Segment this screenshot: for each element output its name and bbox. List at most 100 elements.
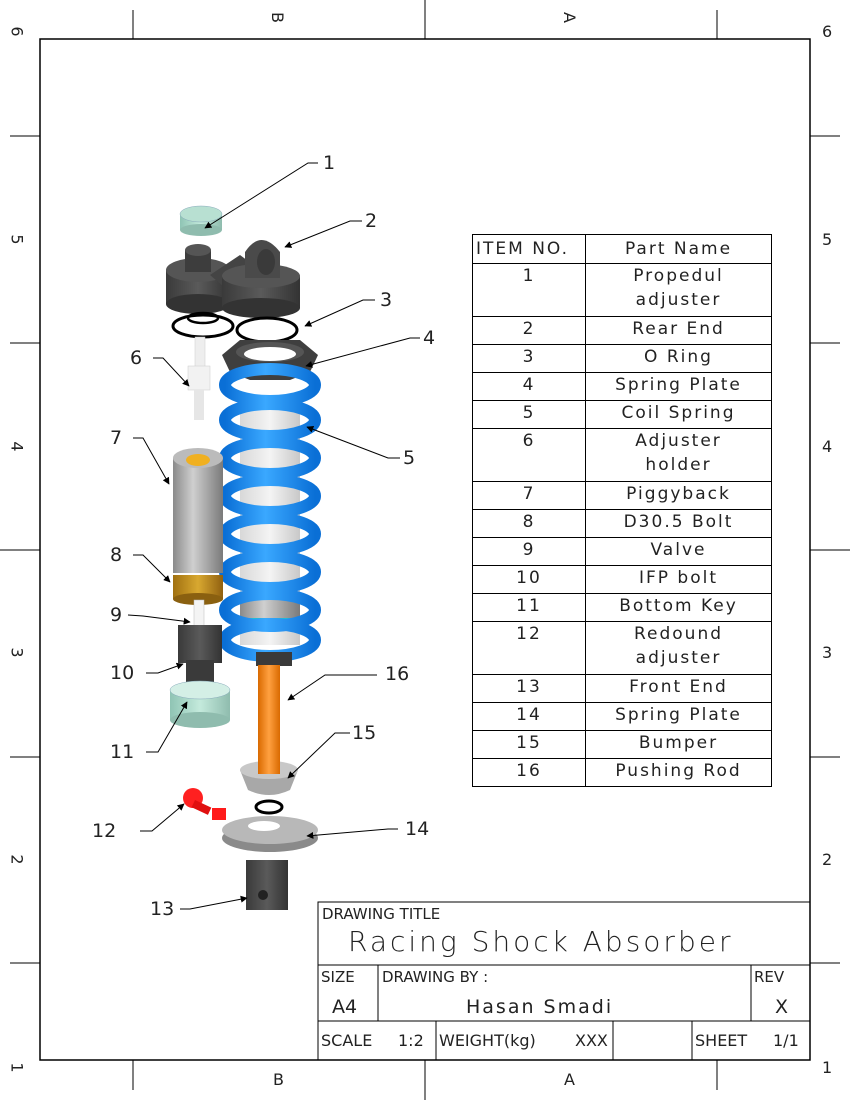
- bom-row: 12 Redound adjuster: [472, 621, 772, 675]
- bom-item-number: 16: [472, 758, 586, 787]
- bom-part-name: D30.5 Bolt: [585, 509, 772, 538]
- size-value: A4: [332, 996, 358, 1018]
- drawing-title-label: DRAWING TITLE: [322, 905, 441, 923]
- bom-item-number: 3: [472, 344, 586, 373]
- callout-2: 2: [365, 210, 378, 232]
- bom-part-name-line: Redound: [633, 624, 724, 644]
- bom-item-number: 6: [472, 428, 586, 482]
- bom-part-name: O Ring: [585, 344, 772, 373]
- bom-part-name-line: Coil Spring: [621, 403, 736, 423]
- bom-row: 13 Front End: [472, 674, 772, 703]
- bom-item-number: 7: [472, 481, 586, 510]
- zone-label-bottom-a: A: [564, 1070, 575, 1089]
- bom-part-name: Rear End: [585, 316, 772, 345]
- callout-5: 5: [403, 447, 416, 469]
- bom-item-number: 10: [472, 565, 586, 594]
- callout-3: 3: [380, 289, 393, 311]
- bom-part-name-line: Valve: [650, 540, 707, 560]
- sheet-label: SHEET: [695, 1031, 748, 1050]
- leader-lines: [127, 162, 420, 910]
- drawn-by-value: Hasan Smadi: [466, 996, 614, 1018]
- row-label-right-4: 4: [822, 437, 833, 456]
- drawn-by-label: DRAWING BY :: [382, 968, 489, 986]
- rev-label: REV: [754, 968, 785, 986]
- part-adjuster-holder: [187, 336, 211, 420]
- bom-part-name: Spring Plate: [585, 372, 772, 401]
- bom-part-name-line: Spring Plate: [615, 375, 742, 395]
- bom-item-number: 5: [472, 400, 586, 429]
- bom-row: 7 Piggyback: [472, 481, 772, 510]
- part-front-end: [246, 860, 288, 910]
- rev-value: X: [775, 996, 789, 1018]
- bom-row: 15 Bumper: [472, 730, 772, 759]
- bom-part-name: Pushing Rod: [585, 758, 772, 787]
- bom-part-name: Spring Plate: [585, 702, 772, 731]
- bom-item-number: 15: [472, 730, 586, 759]
- callout-8: 8: [110, 544, 123, 566]
- bom-part-name: Bumper: [585, 730, 772, 759]
- bom-part-name-line: Adjuster: [635, 431, 722, 451]
- bom-header-item-no: ITEM NO.: [472, 234, 586, 264]
- bom-part-name-line: Rear End: [632, 319, 725, 339]
- bom-part-name-line: Bumper: [638, 733, 719, 753]
- bom-item-number: 11: [472, 593, 586, 622]
- part-o-ring-small: [254, 799, 284, 815]
- part-bumper: [240, 760, 298, 795]
- row-label-right-3: 3: [822, 643, 833, 662]
- part-rear-end: [166, 240, 300, 318]
- bom-part-name-line: adjuster: [635, 648, 722, 668]
- bom-row: 8 D30.5 Bolt: [472, 509, 772, 538]
- callout-7: 7: [110, 427, 123, 449]
- row-label-right-6: 6: [822, 22, 833, 41]
- bom-part-name-line: Front End: [629, 677, 728, 697]
- bom-item-number: 1: [472, 263, 586, 317]
- callout-12: 12: [92, 820, 117, 842]
- bom-item-number: 8: [472, 509, 586, 538]
- size-label: SIZE: [321, 968, 355, 986]
- bom-part-name-line: Spring Plate: [615, 705, 742, 725]
- bom-part-name-line: O Ring: [644, 347, 713, 367]
- bom-part-name-line: D30.5 Bolt: [623, 512, 734, 532]
- callout-1: 1: [323, 152, 336, 174]
- row-label-right-1: 1: [822, 1058, 833, 1077]
- part-pushing-rod: [258, 665, 280, 783]
- bom-part-name-line: IFP bolt: [638, 568, 719, 588]
- row-label-right-2: 2: [822, 850, 833, 869]
- part-d30-bolt: [173, 575, 223, 605]
- scale-label: SCALE: [321, 1031, 373, 1050]
- sheet-value: 1/1: [773, 1031, 799, 1050]
- callout-13: 13: [150, 898, 175, 920]
- part-bottom-key: [169, 680, 231, 728]
- bom-part-name-line: adjuster: [635, 290, 722, 310]
- bom-item-number: 13: [472, 674, 586, 703]
- part-piggyback: [173, 448, 223, 573]
- bom-part-name: Piggyback: [585, 481, 772, 510]
- callout-14: 14: [405, 818, 430, 840]
- part-rebound-adjuster: [183, 788, 226, 820]
- bom-part-name: Front End: [585, 674, 772, 703]
- bom-row: 16 Pushing Rod: [472, 758, 772, 787]
- weight-label: WEIGHT(kg): [439, 1031, 536, 1050]
- bom-item-number: 12: [472, 621, 586, 675]
- drawing-title: Racing Shock Absorber: [348, 925, 734, 958]
- callout-10: 10: [110, 662, 135, 684]
- zone-label-bottom-b: B: [273, 1070, 284, 1089]
- row-label-right-5: 5: [822, 230, 833, 249]
- part-spring-plate-bottom: [222, 816, 318, 852]
- callout-15: 15: [352, 722, 377, 744]
- bom-part-name-line: Pushing Rod: [615, 761, 742, 781]
- bom-part-name-line: Piggyback: [626, 484, 731, 504]
- callout-6: 6: [130, 347, 143, 369]
- weight-value: XXX: [575, 1031, 608, 1050]
- bom-row: 3 O Ring: [472, 344, 772, 373]
- callout-16: 16: [385, 663, 410, 685]
